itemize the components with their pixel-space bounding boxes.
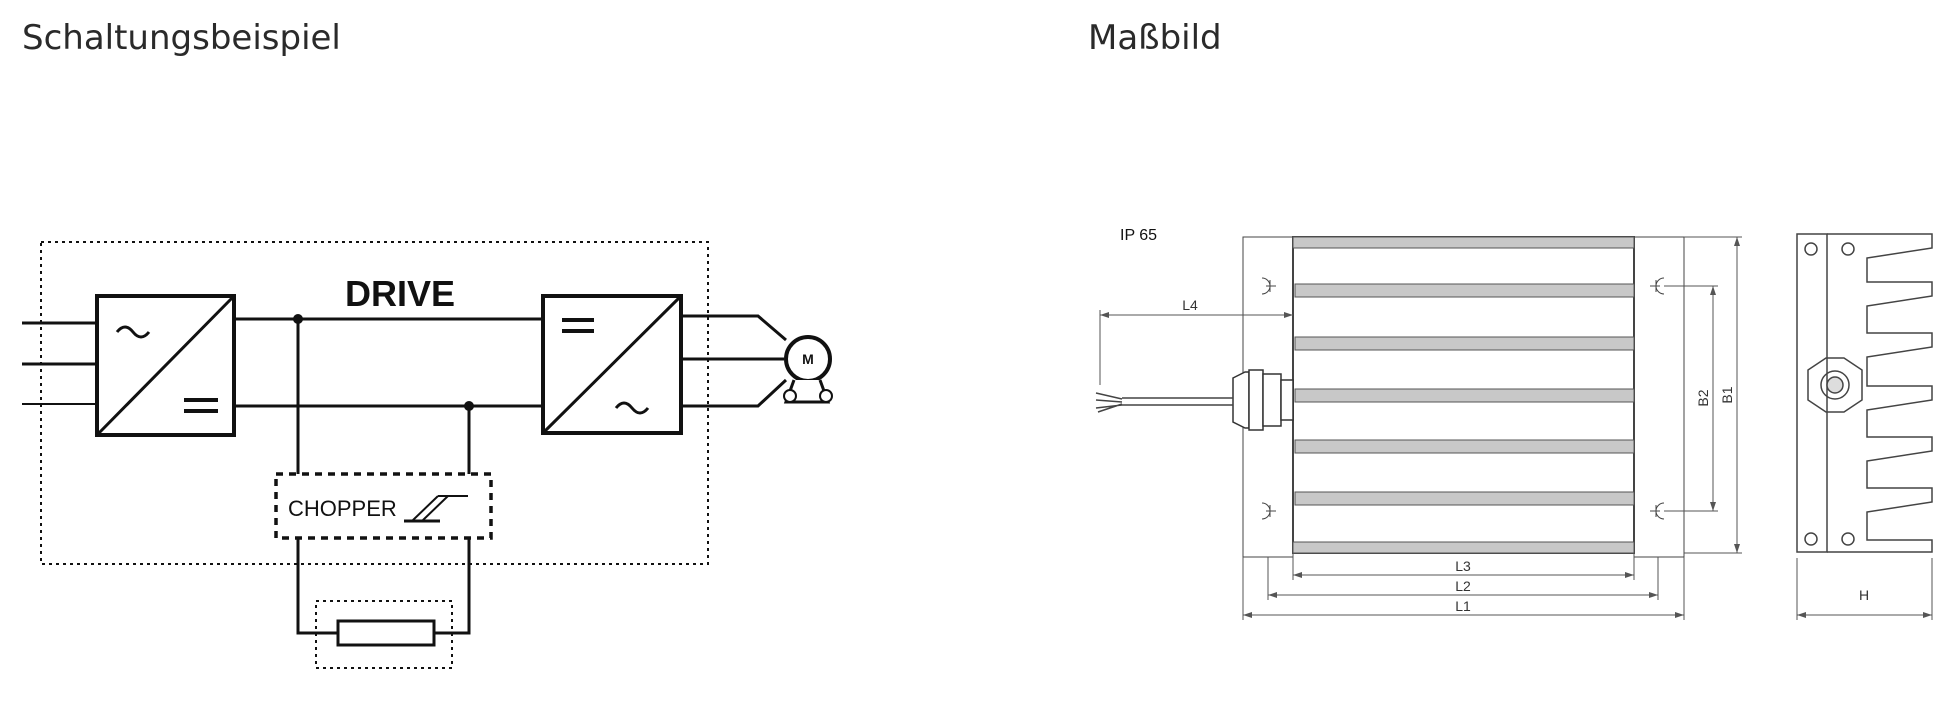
- resistor-side-view: [1796, 233, 1933, 553]
- resistor-lead-right: [434, 538, 471, 635]
- dim-label-h: H: [1859, 587, 1869, 603]
- dim-label-b2: B2: [1695, 389, 1711, 406]
- cable-gland: [1232, 369, 1294, 431]
- side-screw-bottom-left: [1804, 532, 1818, 546]
- dim-label-l1: L1: [1455, 598, 1471, 614]
- cooling-ribs: [1292, 236, 1635, 554]
- heat-sink-fins: [1827, 233, 1933, 553]
- side-screw-bottom-right: [1841, 532, 1855, 546]
- heading-dimension-drawing: Maßbild: [1088, 18, 1222, 58]
- dim-label-l4: L4: [1182, 297, 1198, 313]
- motor-wiring: [681, 314, 788, 408]
- chopper-block: [274, 472, 493, 540]
- drive-boundary: [40, 241, 709, 565]
- side-screw-top-right: [1841, 242, 1855, 256]
- side-base-plate: [1796, 233, 1828, 553]
- circuit-diagram: [22, 241, 833, 669]
- side-cable-gland: [1807, 357, 1863, 413]
- motor-symbol: [783, 335, 833, 404]
- right-flange: [1633, 236, 1685, 558]
- brake-resistor: [315, 600, 453, 669]
- side-screw-top-left: [1804, 242, 1818, 256]
- mounting-holes: [1261, 277, 1665, 520]
- motor-label: M: [802, 351, 814, 367]
- dimension-arrowheads: [1100, 237, 1932, 618]
- drive-label: DRIVE: [345, 273, 455, 314]
- inverter-block: [541, 294, 683, 435]
- cable: [1095, 392, 1233, 413]
- dimension-lines: [1099, 236, 1933, 620]
- rectifier-block: [95, 294, 236, 437]
- resistor-lead-left: [296, 538, 338, 635]
- resistor-front-view: [1095, 236, 1685, 558]
- dim-label-b1: B1: [1719, 386, 1735, 403]
- heading-circuit-example: Schaltungsbeispiel: [22, 18, 341, 58]
- protection-class-label: IP 65: [1120, 227, 1157, 244]
- dim-label-l3: L3: [1455, 558, 1471, 574]
- chopper-label: CHOPPER: [288, 496, 397, 521]
- dim-label-l2: L2: [1455, 578, 1471, 594]
